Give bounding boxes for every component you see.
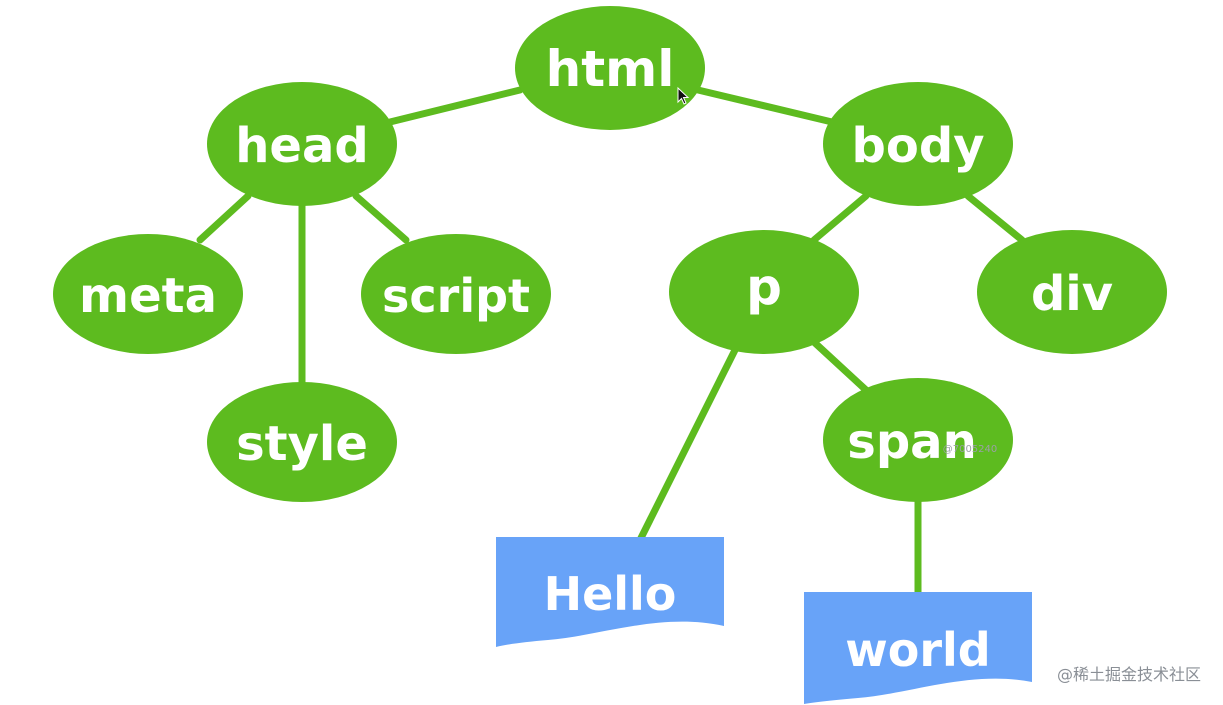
- node-span: span @7005240: [823, 378, 1013, 502]
- edge-head-script: [352, 192, 410, 244]
- node-label-html: html: [546, 40, 675, 98]
- node-head: head: [207, 82, 397, 206]
- node-label-style: style: [236, 416, 368, 472]
- node-meta: meta: [53, 234, 243, 354]
- edge-html-body: [694, 86, 836, 126]
- edges: [196, 86, 1026, 600]
- node-label-p: p: [746, 258, 782, 316]
- text-node-world: world: [804, 592, 1032, 704]
- text-node-label-world: world: [845, 623, 990, 677]
- node-label-meta: meta: [79, 268, 217, 324]
- node-body: body: [823, 82, 1013, 206]
- node-label-script: script: [382, 269, 530, 323]
- text-node-hello: Hello: [496, 537, 724, 647]
- node-label-div: div: [1031, 266, 1113, 322]
- edge-p-hello: [636, 346, 739, 544]
- node-html: html: [515, 6, 705, 130]
- node-script: script: [361, 234, 551, 354]
- edge-head-meta: [196, 192, 252, 244]
- node-style: style: [207, 382, 397, 502]
- node-p: p: [669, 230, 859, 354]
- node-div: div: [977, 230, 1167, 354]
- edge-html-head: [386, 86, 524, 126]
- node-label-head: head: [235, 118, 368, 174]
- corner-watermark: @稀土掘金技术社区: [1056, 665, 1201, 684]
- edge-p-span: [811, 339, 870, 394]
- faint-watermark: @7005240: [943, 444, 998, 455]
- edge-body-div: [964, 192, 1026, 244]
- edge-body-p: [810, 192, 870, 244]
- text-node-label-hello: Hello: [544, 567, 677, 621]
- mouse-cursor-icon: [677, 86, 690, 105]
- node-label-body: body: [852, 118, 985, 174]
- node-label-span: span: [847, 414, 977, 470]
